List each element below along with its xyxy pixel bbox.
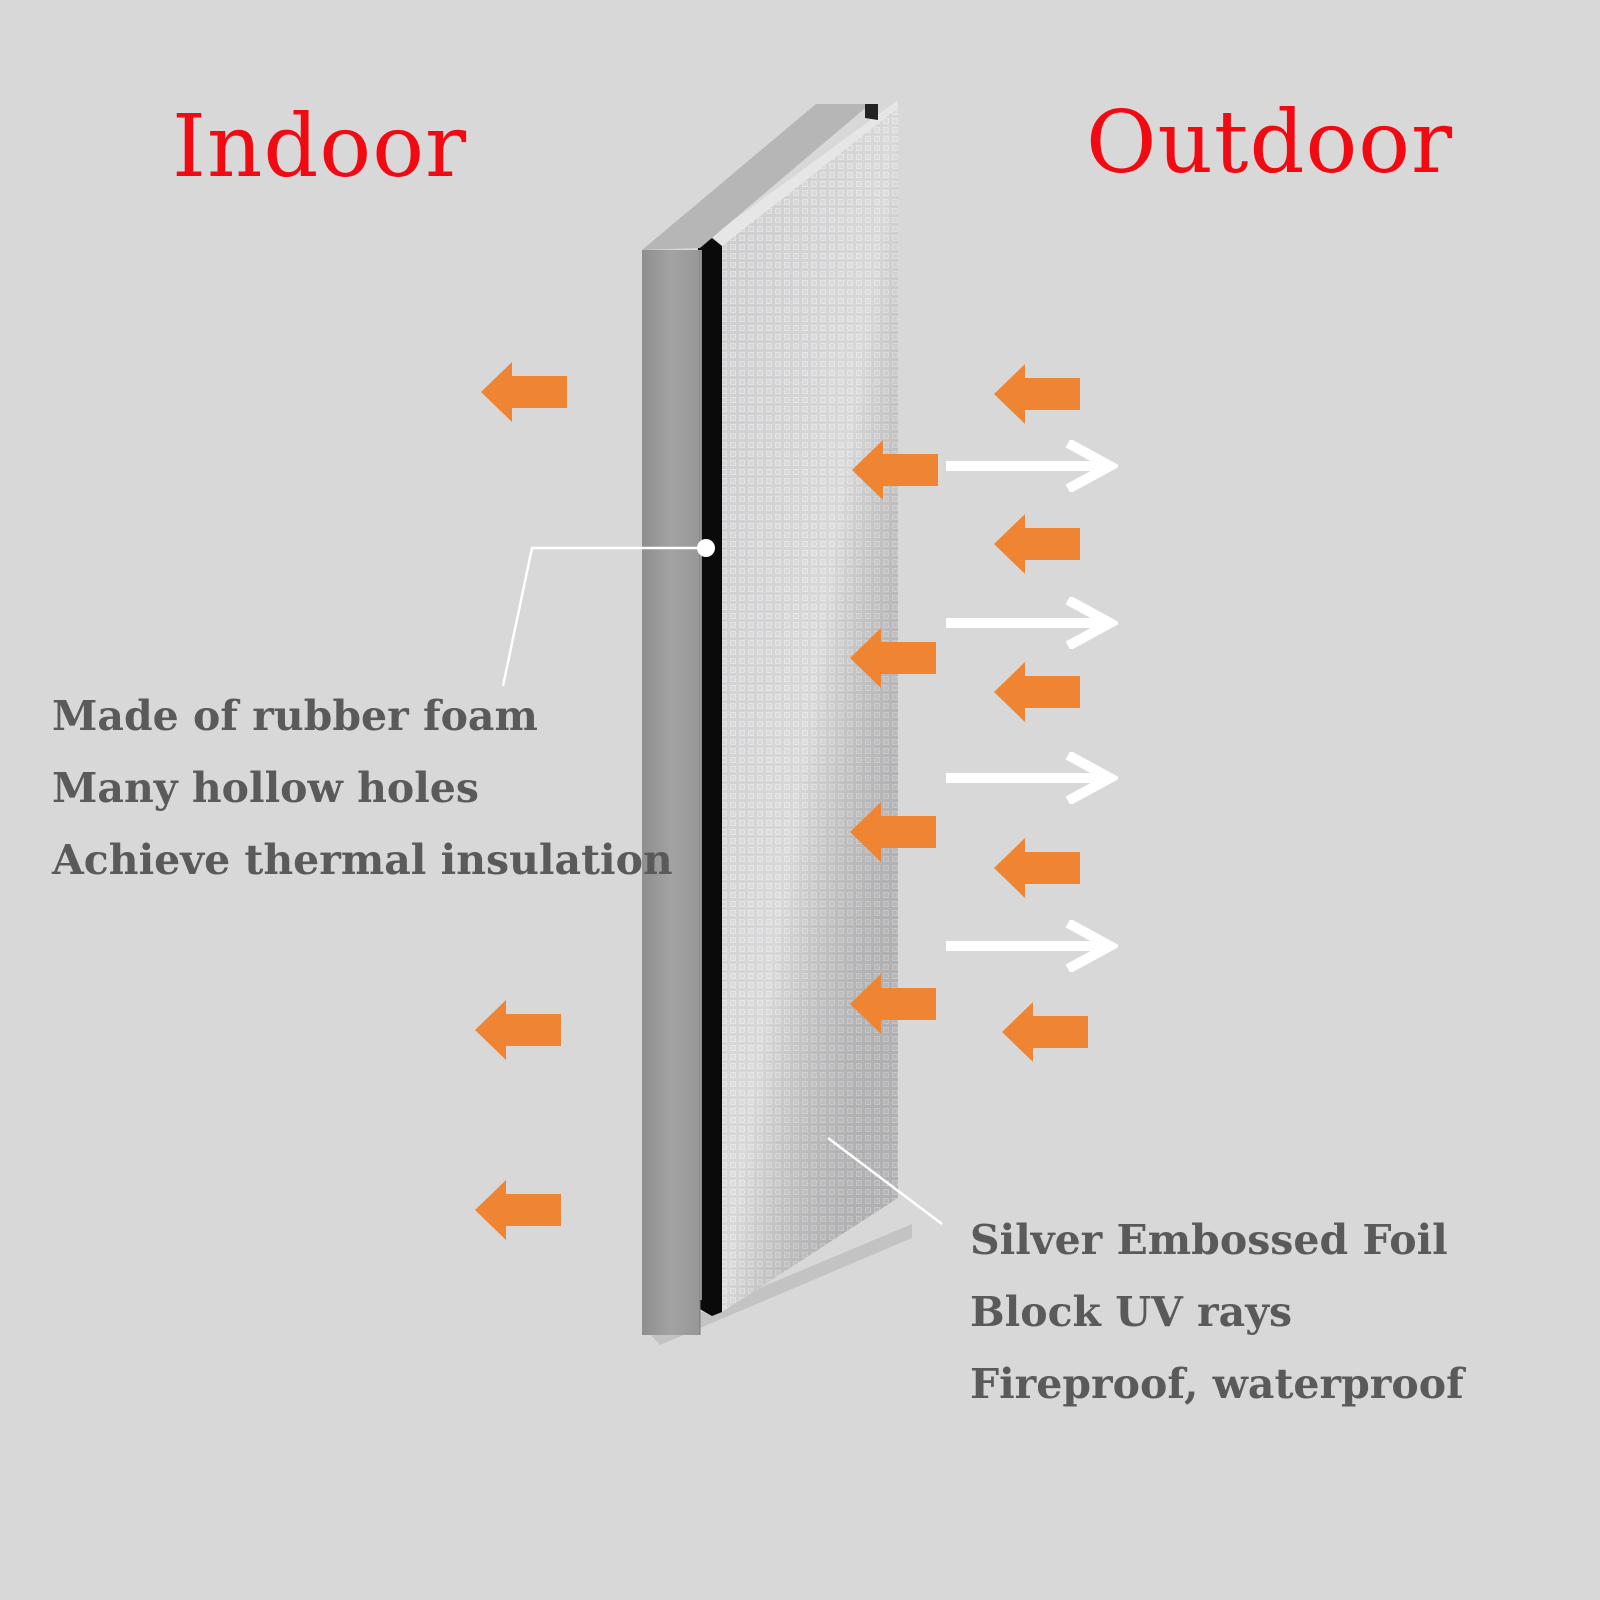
left-arrow-icon [994,838,1080,898]
left-arrow-icon [481,362,567,422]
foam-description-line: Made of rubber foam [52,692,538,740]
panel-shadow [650,1224,912,1345]
rubber-foam-description: Made of rubber foam Many hollow holes Ac… [52,680,673,896]
right-arrow-icon [946,600,1110,646]
foil-description-line: Fireproof, waterproof [970,1360,1464,1408]
foam-top-face [642,104,870,250]
left-arrow-icon [994,514,1080,574]
foil-description-line: Block UV rays [970,1288,1293,1336]
left-arrow-icon [475,1000,561,1060]
silver-foil-description: Silver Embossed Foil Block UV rays Firep… [970,1204,1464,1420]
foam-description-line: Achieve thermal insulation [52,836,673,884]
foil-description-line: Silver Embossed Foil [970,1216,1448,1264]
right-arrow-icon [946,755,1110,801]
foam-description-line: Many hollow holes [52,764,479,812]
right-arrow-icon [946,443,1110,489]
outdoor-title: Outdoor [1086,93,1454,193]
foil-leader-line [827,1137,943,1225]
core-edge [698,238,722,1316]
rubber-foam-layer [642,250,700,1335]
left-arrow-icon [475,1180,561,1240]
right-arrow-icon [946,923,1110,969]
indoor-title: Indoor [172,97,468,197]
left-arrow-icon [994,364,1080,424]
foam-leader-line [501,546,706,687]
left-arrow-icon [994,662,1080,722]
left-arrow-icon [1002,1002,1088,1062]
silver-foil-layer [712,100,898,1312]
foam-pointer-dot [697,539,715,557]
